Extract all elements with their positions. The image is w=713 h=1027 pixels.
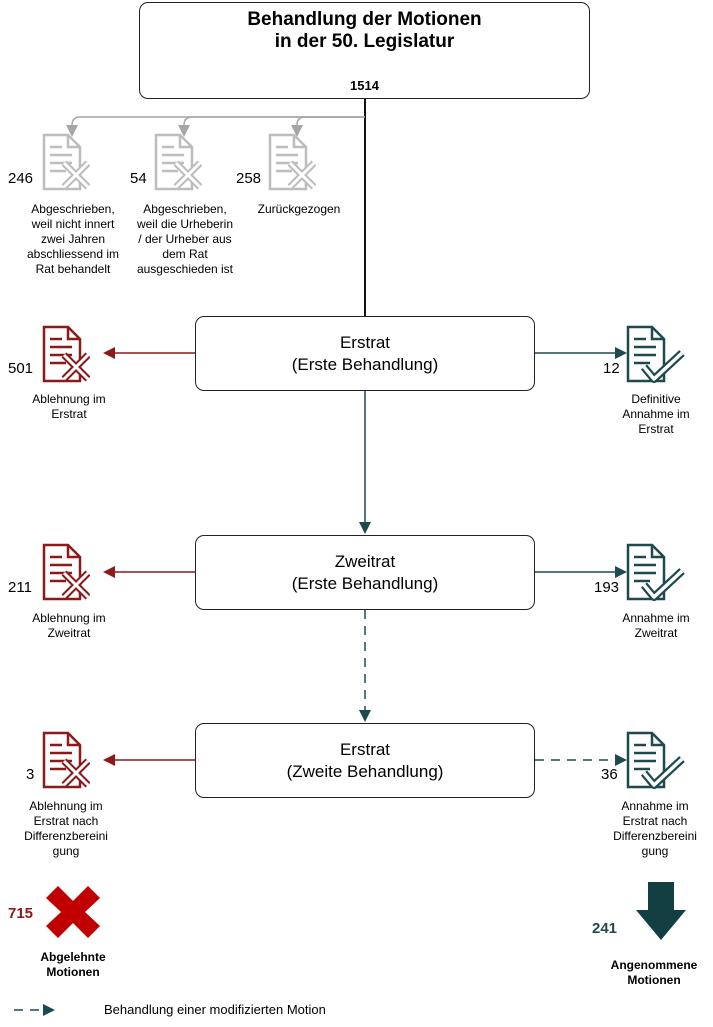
accepted-label-3: Annahme im Erstrat nach Differenzbereini… <box>613 799 697 858</box>
stage-box-erstrat-2: Erstrat (Zweite Behandlung) <box>195 723 535 798</box>
branch-line-1 <box>66 116 365 137</box>
document-rejected-icon <box>42 543 90 601</box>
accepted-total-label: Angenommene Motionen <box>610 958 698 987</box>
stage-title: Erstrat <box>339 332 391 352</box>
accepted-count-3: 36 <box>601 766 618 783</box>
accepted-total-count: 241 <box>592 920 618 937</box>
stage-title: Zweitrat <box>334 551 396 571</box>
written-off-count-3: 258 <box>236 170 262 187</box>
rejected-label-2: Ablehnung im Zweitrat <box>32 611 106 640</box>
document-approved-icon <box>626 325 685 383</box>
written-off-label-3: Zurückgezogen <box>257 202 341 216</box>
stage-subtitle: (Erste Behandlung) <box>291 354 439 374</box>
total-count: 1514 <box>350 78 379 93</box>
written-off-label-2: Abgeschrieben, weil die Urheberin / der … <box>136 202 234 276</box>
rejected-label-1: Ablehnung im Erstrat <box>32 392 106 421</box>
stage-box-zweitrat: Zweitrat (Erste Behandlung) <box>195 535 535 610</box>
accepted-label-1: Definitive Annahme im Erstrat <box>622 392 690 436</box>
diagram-title: Behandlung der Motionen in der 50. Legis… <box>247 9 482 52</box>
title-box: Behandlung der Motionen in der 50. Legis… <box>139 2 590 99</box>
written-off-count-1: 246 <box>8 170 34 187</box>
stage-subtitle: (Erste Behandlung) <box>291 573 439 593</box>
branch-line-2 <box>178 116 365 137</box>
stage-title: Erstrat <box>339 739 391 759</box>
document-rejected-icon <box>42 731 90 789</box>
legend-label: Behandlung einer modifizierten Motion <box>104 1002 326 1017</box>
rejected-total-count: 715 <box>8 905 34 922</box>
document-cancel-icon <box>268 133 316 191</box>
document-rejected-icon <box>42 325 90 383</box>
written-off-label-1: Abgeschrieben, weil nicht innert zwei Ja… <box>26 202 120 276</box>
document-approved-icon <box>626 731 685 789</box>
stage-subtitle: (Zweite Behandlung) <box>286 761 444 781</box>
written-off-count-2: 54 <box>130 170 147 187</box>
branch-line-3 <box>291 116 365 137</box>
rejected-count-3: 3 <box>26 766 35 783</box>
stage-box-erstrat-1: Erstrat (Erste Behandlung) <box>195 316 535 391</box>
document-approved-icon <box>626 543 685 601</box>
rejected-cross-icon <box>46 886 100 938</box>
rejected-count-1: 501 <box>8 360 34 377</box>
document-cancel-icon <box>154 133 202 191</box>
rejected-label-3: Ablehnung im Erstrat nach Differenzberei… <box>24 799 108 858</box>
accepted-count-2: 193 <box>594 579 620 596</box>
document-cancel-icon <box>42 133 90 191</box>
accepted-arrow-down-icon <box>636 882 686 940</box>
rejected-total-label: Abgelehnte Motionen <box>40 950 106 979</box>
rejected-count-2: 211 <box>8 579 32 596</box>
accepted-label-2: Annahme im Zweitrat <box>622 611 690 640</box>
accepted-count-1: 12 <box>603 360 620 377</box>
